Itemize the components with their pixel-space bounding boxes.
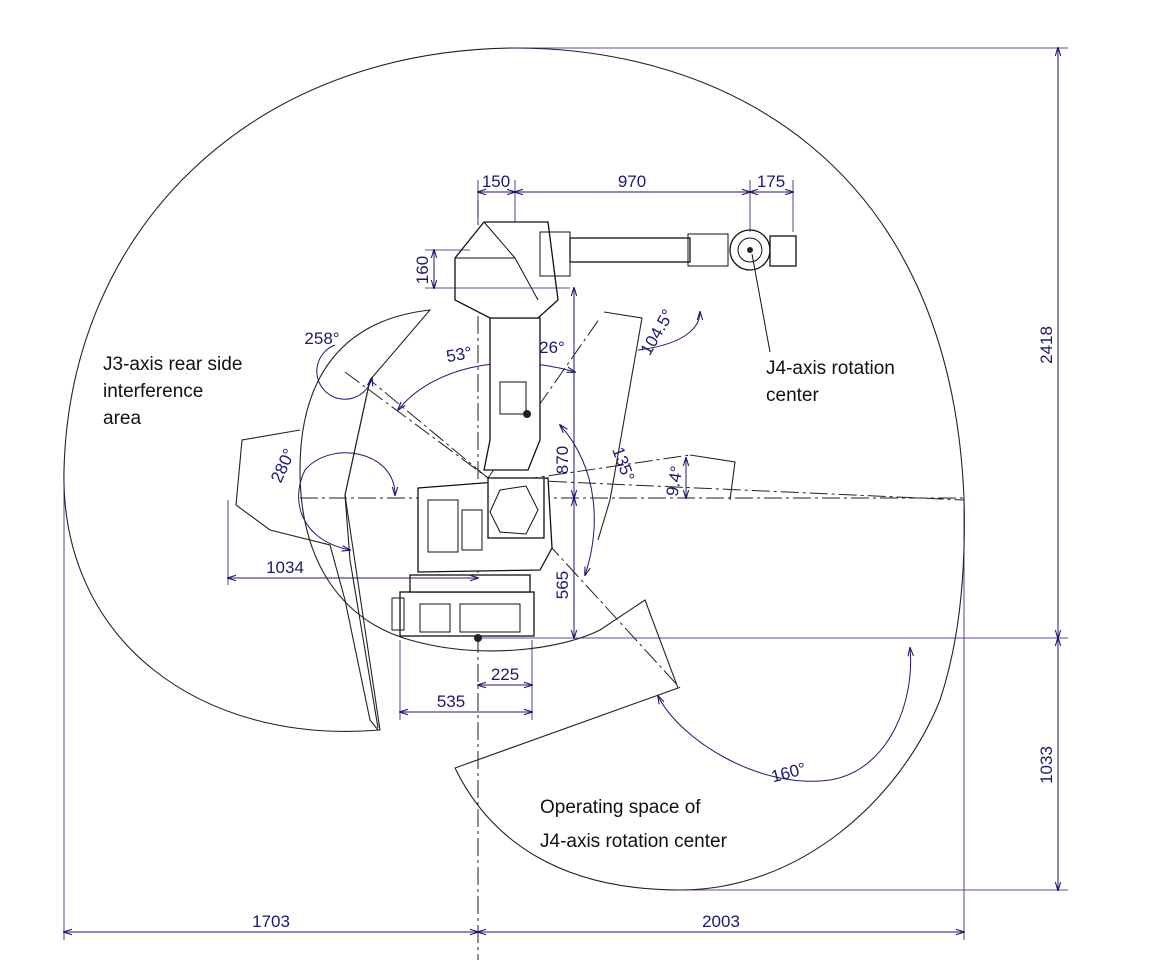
robot-illustration — [391, 221, 797, 642]
dim-2003: 2003 — [702, 912, 740, 931]
robot-upper-housing — [454, 221, 559, 319]
robot-forearm — [569, 237, 691, 263]
dim-160: 160 — [413, 256, 432, 284]
robot-arm-joint — [523, 410, 531, 418]
arc-280 — [298, 452, 395, 550]
robot-flange — [769, 235, 797, 267]
j4-center-label-line2: center — [766, 385, 819, 406]
dim-175: 175 — [757, 172, 785, 191]
robot-j2-gear — [489, 485, 539, 535]
j4-center-label-line1: J4-axis rotation — [766, 358, 895, 379]
j3-angle-chain — [519, 454, 691, 481]
robot-motor-mid — [461, 509, 483, 551]
robot-wrist-inner — [737, 237, 763, 263]
arc-160 — [658, 648, 911, 782]
operating-space-label-line1: Operating space of — [540, 797, 701, 818]
j3-interference-label-line3: area — [103, 408, 141, 429]
dim-535: 535 — [437, 692, 465, 711]
j3-rear-chain — [344, 371, 489, 479]
angle-53: 53° — [445, 343, 474, 366]
j3-interference-label-line2: interference — [103, 381, 203, 402]
arc-53-26 — [398, 362, 575, 410]
angle-104-5: 104.5° — [637, 306, 678, 358]
j2-lower-chain — [487, 477, 681, 689]
j4-rotation-center-marker — [747, 247, 753, 253]
dim-1033: 1033 — [1037, 746, 1056, 784]
dim-2418: 2418 — [1037, 326, 1056, 364]
j3-interference-label-line1: J3-axis rear side — [103, 354, 242, 375]
j3-rear-chain2 — [369, 379, 489, 479]
right-limit-polygon — [689, 454, 736, 501]
arc-258 — [316, 344, 372, 400]
robot-housing-edge3 — [514, 257, 539, 301]
robot-forearm-end — [687, 233, 729, 267]
dim-970: 970 — [618, 172, 646, 191]
dim-225: 225 — [491, 665, 519, 684]
j3-inner-boundary — [344, 379, 379, 729]
angle-160: 160° — [769, 759, 808, 786]
j3-upper-chain — [519, 479, 965, 501]
operating-space-label-line2: J4-axis rotation center — [540, 831, 728, 852]
robot-housing-edge — [483, 221, 516, 259]
robot-base-panel — [419, 603, 451, 633]
angle-26: 26° — [539, 338, 565, 357]
robot-base-panel2 — [459, 603, 521, 633]
robot-motor-left — [427, 499, 459, 553]
robot-base-connector — [391, 597, 405, 631]
dim-1034: 1034 — [266, 558, 304, 577]
j3-interference-area — [235, 429, 379, 731]
angle-258: 258° — [304, 329, 339, 348]
robot-j2-housing — [487, 477, 545, 539]
angle-135: 135° — [608, 444, 638, 484]
dim-870: 870 — [553, 446, 572, 474]
angle-9-4: 9.4° — [663, 464, 687, 497]
operating-envelope — [63, 47, 965, 891]
arc-104-5 — [637, 312, 700, 351]
dim-565: 565 — [553, 571, 572, 599]
robot-arm-plate — [499, 381, 527, 415]
dim-1703: 1703 — [252, 912, 290, 931]
angle-280: 280° — [267, 446, 299, 486]
upper-limit-polygon — [597, 311, 643, 541]
dim-150: 150 — [482, 172, 510, 191]
robot-lower-arm — [483, 317, 541, 471]
j4-leader-line — [751, 253, 771, 353]
